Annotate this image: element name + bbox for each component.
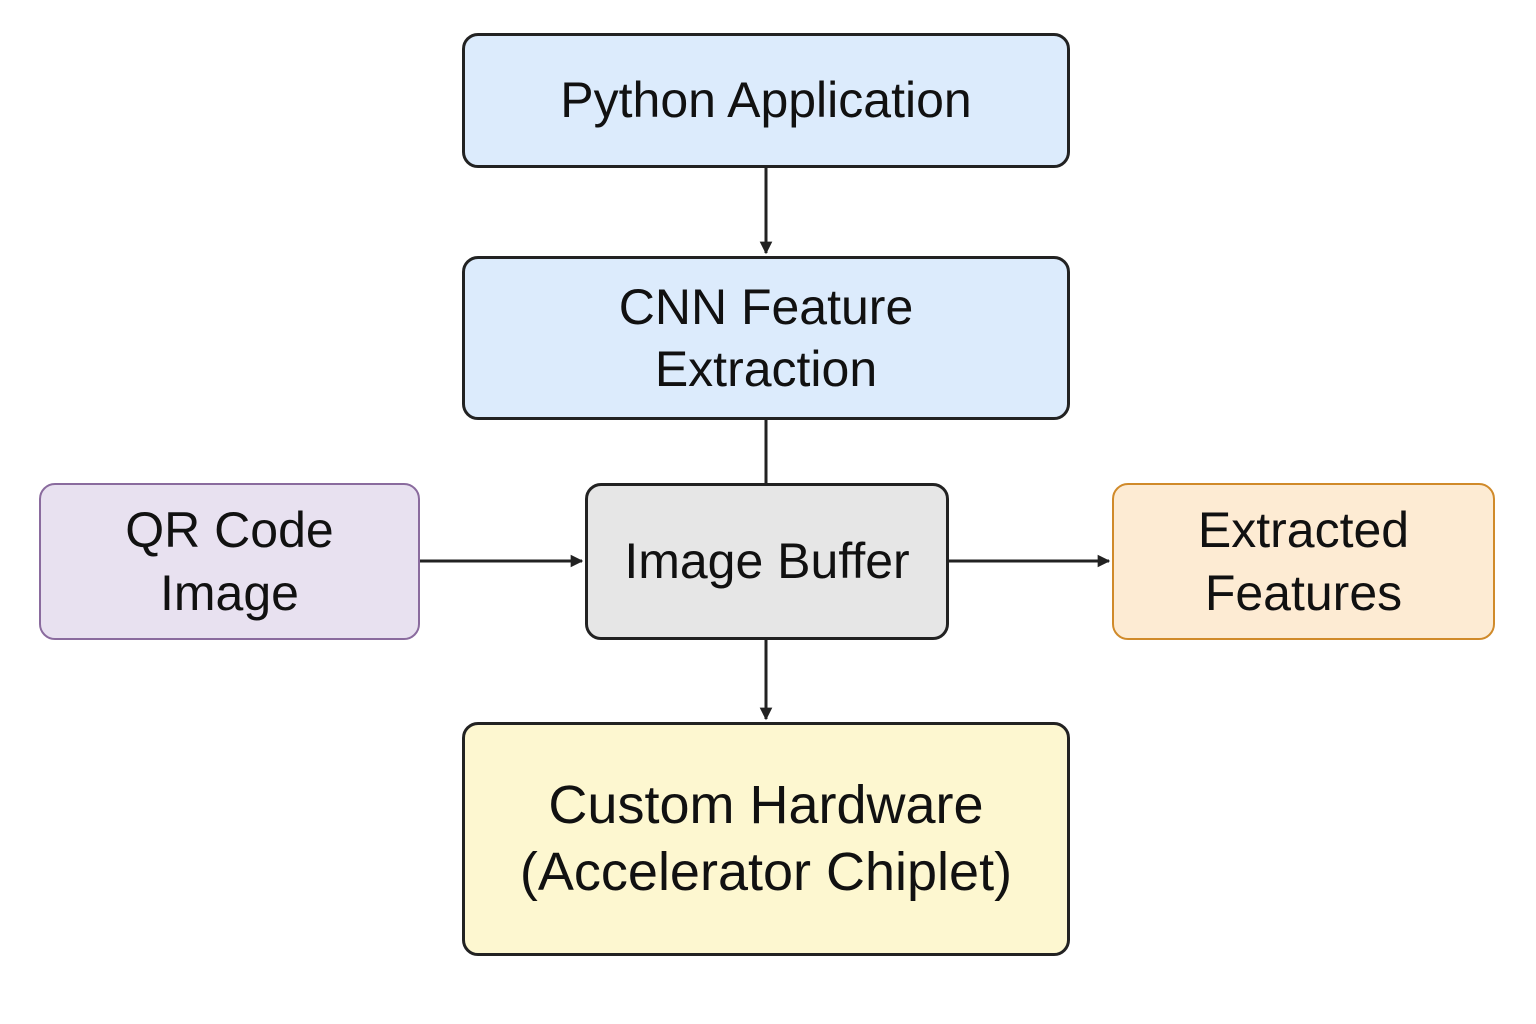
custom-hardware-label: Custom Hardware (Accelerator Chiplet) — [519, 774, 1013, 903]
python-application-node: Python Application — [462, 33, 1070, 168]
image-buffer-node: Image Buffer — [585, 483, 949, 640]
cnn-feature-extraction-label: CNN Feature Extraction — [618, 278, 914, 398]
image-buffer-label: Image Buffer — [624, 533, 910, 590]
extracted-features-node: Extracted Features — [1112, 483, 1495, 640]
qr-code-image-node: QR Code Image — [39, 483, 420, 640]
extracted-features-label: Extracted Features — [1197, 502, 1410, 621]
custom-hardware-node: Custom Hardware (Accelerator Chiplet) — [462, 722, 1070, 956]
qr-code-image-label: QR Code Image — [125, 502, 334, 621]
python-application-label: Python Application — [560, 72, 972, 129]
cnn-feature-extraction-node: CNN Feature Extraction — [462, 256, 1070, 420]
